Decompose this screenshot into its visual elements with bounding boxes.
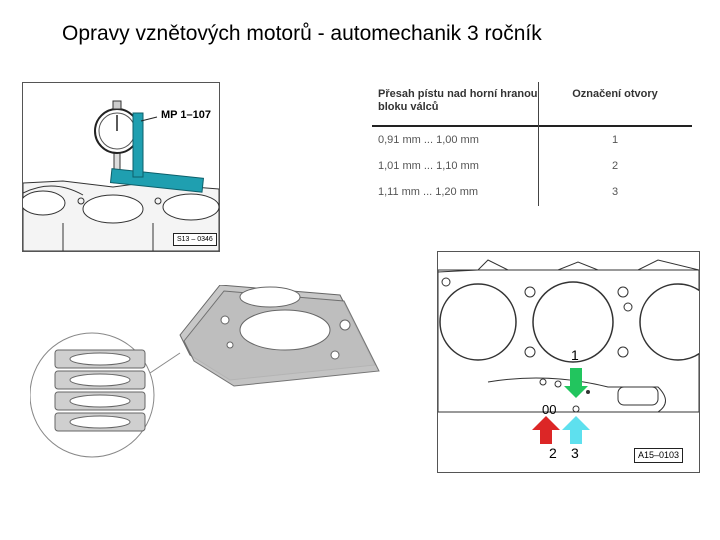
row-mark: 1 [611, 134, 619, 146]
marking-stamp: 00 [542, 402, 557, 417]
gasket-stack-small [54, 349, 146, 432]
header-marking: Označení otvory [572, 88, 658, 100]
spec-table: Přesah pístu nad horní hranou bloku válc… [372, 82, 692, 206]
gasket-large [179, 285, 380, 387]
gasket-marking-figure: 1 00 2 3 A15–0103 [437, 251, 717, 473]
gasket-stack-illustration [30, 285, 380, 458]
marking-label-3: 3 [571, 445, 579, 461]
marking-arrow-2 [532, 416, 560, 444]
marking-arrow-1 [564, 368, 588, 398]
row-range: 0,91 mm ... 1,00 mm [378, 134, 479, 146]
dial-gauge-drawing [20, 100, 220, 252]
marking-label-2: 2 [549, 445, 557, 461]
figure-code: S13 – 0346 [173, 233, 217, 246]
figure-code: A15–0103 [634, 448, 684, 463]
row-range: 1,11 mm ... 1,20 mm [378, 186, 479, 198]
table-header: Přesah pístu nad horní hranou bloku válc… [372, 82, 692, 127]
gasket-detail-drawing [437, 259, 717, 444]
table-divider [538, 82, 539, 206]
dial-gauge-figure: MP 1–107 S13 – 0346 [20, 82, 220, 252]
table-row: 1,11 mm ... 1,20 mm 3 [372, 179, 692, 205]
header-overhang: Přesah pístu nad horní hranou bloku válc… [378, 88, 538, 113]
gauge-label: MP 1–107 [161, 109, 211, 121]
row-range: 1,01 mm ... 1,10 mm [378, 160, 479, 172]
marking-arrow-3 [562, 416, 590, 444]
table-row: 0,91 mm ... 1,00 mm 1 [372, 127, 692, 153]
marking-label-1: 1 [571, 347, 579, 363]
row-mark: 3 [611, 186, 619, 198]
table-row: 1,01 mm ... 1,10 mm 2 [372, 153, 692, 179]
page-title: Opravy vznětových motorů - automechanik … [62, 22, 542, 45]
row-mark: 2 [611, 160, 619, 172]
